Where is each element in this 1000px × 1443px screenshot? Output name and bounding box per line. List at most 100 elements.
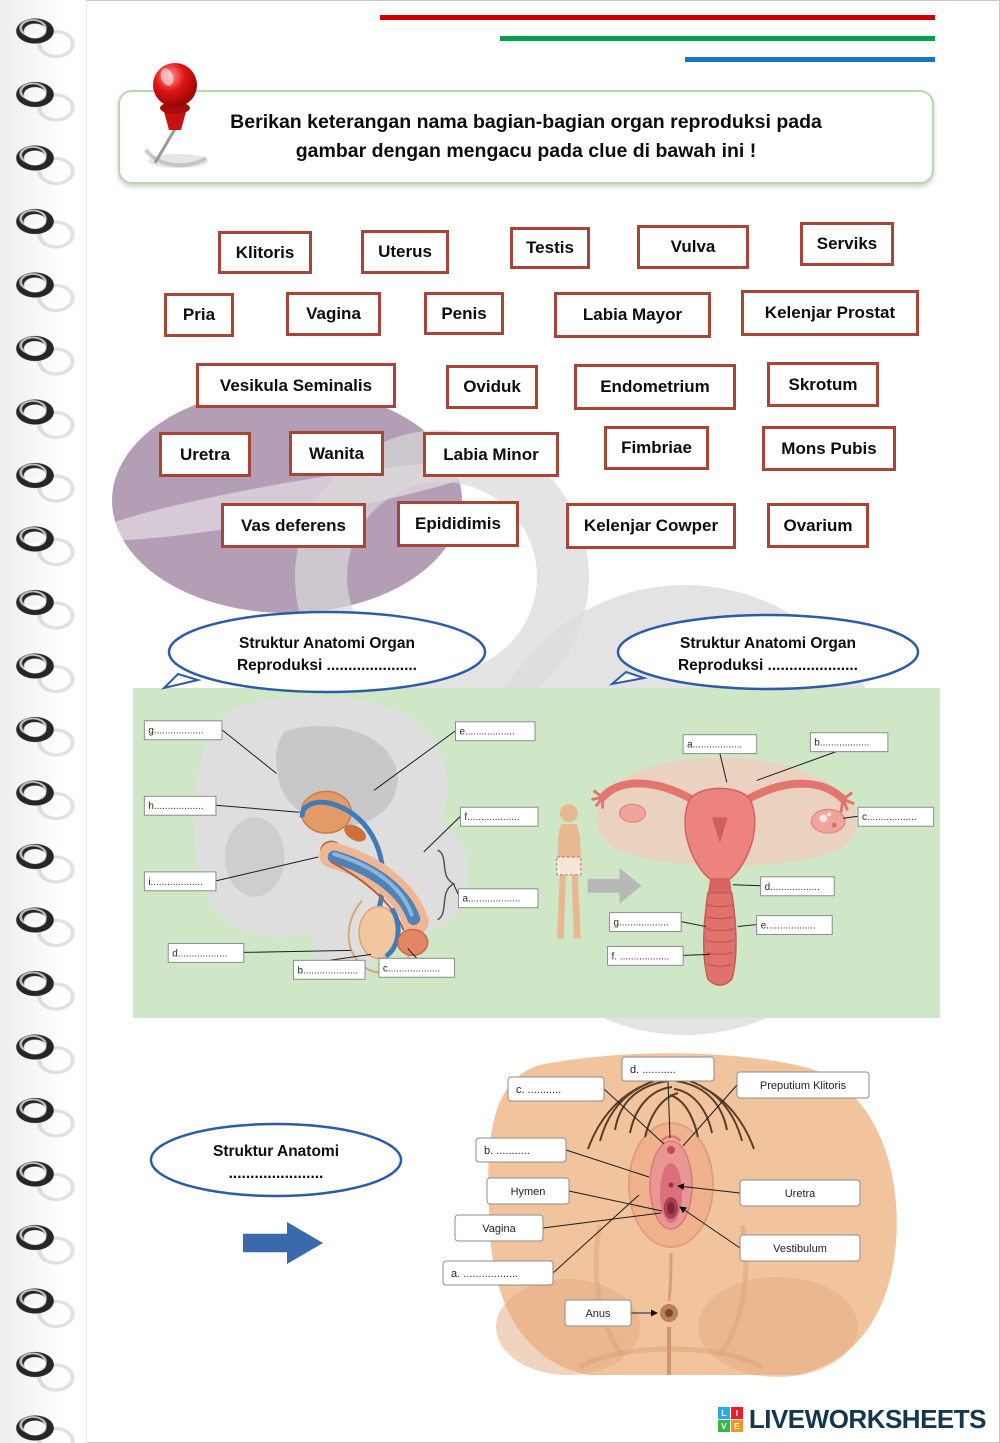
female-answer-box-f[interactable]: f. .................. (607, 945, 684, 966)
logo-square-i: I (730, 1407, 743, 1419)
external-label-text-uretra: Uretra (785, 1188, 816, 1200)
word-bank-item-vesikula-seminalis[interactable]: Vesikula Seminalis (196, 363, 396, 408)
external-answer-text-c: c. ........... (516, 1084, 561, 1096)
instruction-box: Berikan keterangan nama bagian-bagian or… (118, 90, 934, 184)
male-answer-text-h: h.................. (148, 801, 203, 812)
word-bank-item-uretra[interactable]: Uretra (159, 432, 251, 477)
male-answer-box-c[interactable]: c................... (378, 957, 455, 978)
human-figure-icon (556, 804, 582, 939)
male-answer-text-f: f................... (464, 812, 519, 823)
female-bubble-line2: Reproduksi ..................... (678, 657, 858, 674)
word-bank-item-pria[interactable]: Pria (164, 293, 234, 337)
female-answer-box-d[interactable]: d.................. (760, 876, 835, 897)
male-answer-box-i[interactable]: i................... (143, 871, 217, 892)
male-bubble-line1: Struktur Anatomi Organ (239, 635, 415, 652)
word-bank-item-kelenjar-cowper[interactable]: Kelenjar Cowper (566, 503, 736, 549)
external-label-uretra[interactable]: Uretra (739, 1179, 861, 1207)
liveworksheets-logo[interactable]: L I V E LIVEWORKSHEETS (717, 1404, 987, 1435)
logo-square-e: E (730, 1420, 743, 1432)
word-bank-item-vagina[interactable]: Vagina (286, 292, 381, 336)
logo-square-l: L (717, 1407, 730, 1419)
male-answer-box-f[interactable]: f................... (459, 806, 539, 827)
male-answer-box-g[interactable]: g.................. (143, 720, 223, 741)
word-bank-item-serviks[interactable]: Serviks (800, 222, 894, 266)
word-bank-item-mons-pubis[interactable]: Mons Pubis (762, 426, 896, 471)
top-line-green (500, 36, 935, 41)
brand-text: LIVEWORKSHEETS (748, 1404, 987, 1434)
female-answer-text-f: f. .................. (612, 951, 670, 962)
male-answer-box-b[interactable]: b.................... (292, 959, 366, 980)
female-answer-text-g: g.................. (614, 918, 669, 929)
word-bank-item-oviduk[interactable]: Oviduk (446, 365, 538, 409)
male-answer-text-b: b.................... (297, 965, 358, 976)
word-bank-item-penis[interactable]: Penis (424, 292, 504, 335)
external-label-text-vagina: Vagina (482, 1223, 516, 1235)
external-label-hymen[interactable]: Hymen (486, 1177, 570, 1205)
blue-arrow-icon (243, 1222, 323, 1264)
spiral-binding (0, 0, 87, 1443)
word-bank-item-vas-deferens[interactable]: Vas deferens (221, 503, 366, 548)
male-answer-box-h[interactable]: h.................. (143, 795, 217, 816)
male-answer-box-e[interactable]: e.................. (454, 721, 536, 742)
external-label-vestibulum[interactable]: Vestibulum (739, 1234, 861, 1262)
top-line-blue (685, 57, 935, 62)
female-anatomy-illustration (591, 757, 857, 986)
male-anatomy-illustration (192, 696, 469, 975)
external-bubble-line2: ...................... (229, 1165, 324, 1182)
word-bank-item-uterus[interactable]: Uterus (361, 230, 449, 274)
word-bank-item-epididimis[interactable]: Epididimis (397, 501, 519, 547)
female-answer-box-b[interactable]: b.................. (809, 732, 889, 753)
male-answer-box-d[interactable]: d.................. (167, 942, 245, 963)
pushpin-icon (144, 63, 208, 168)
word-bank-item-skrotum[interactable]: Skrotum (767, 362, 879, 407)
word-bank-item-testis[interactable]: Testis (510, 227, 590, 269)
top-line-red (380, 15, 935, 20)
female-connector-lines (681, 751, 859, 956)
word-bank-item-endometrium[interactable]: Endometrium (574, 364, 736, 410)
male-answer-text-c: c................... (383, 963, 440, 974)
logo-square-v: V (717, 1420, 730, 1432)
vulva-illustration (488, 1053, 897, 1377)
external-answer-box-b[interactable]: b. ........... (475, 1137, 567, 1163)
female-answer-box-e[interactable]: e.................. (756, 915, 833, 936)
external-label-text-vestibulum: Vestibulum (773, 1243, 827, 1255)
male-answer-text-d: d.................. (172, 948, 227, 959)
external-anatomy-diagram: c. ........... d. ........... Preputium … (440, 1045, 965, 1380)
external-answer-box-c[interactable]: c. ........... (507, 1076, 605, 1102)
female-answer-box-a[interactable]: a.................. (682, 734, 758, 755)
word-bank-item-vulva[interactable]: Vulva (637, 225, 749, 269)
external-label-text-preputium: Preputium Klitoris (760, 1080, 847, 1092)
female-answer-box-c[interactable]: c.................. (857, 806, 935, 827)
word-bank-item-fimbriae[interactable]: Fimbriae (604, 426, 709, 470)
word-bank-item-klitoris[interactable]: Klitoris (218, 231, 312, 274)
external-label-text-anus: Anus (585, 1308, 611, 1320)
female-answer-text-e: e.................. (761, 921, 816, 932)
instruction-line1: Berikan keterangan nama bagian-bagian or… (230, 110, 822, 133)
word-bank-item-labia-mayor[interactable]: Labia Mayor (554, 292, 711, 338)
instruction-line2: gambar dengan mengacu pada clue di bawah… (295, 140, 757, 162)
word-bank-item-ovarium[interactable]: Ovarium (767, 503, 869, 548)
female-answer-text-b: b.................. (814, 738, 869, 749)
word-bank-item-kelenjar-prostat[interactable]: Kelenjar Prostat (741, 290, 919, 336)
anatomy-panel: g.................. e.................. … (133, 688, 940, 1018)
external-label-preputium-klitoris[interactable]: Preputium Klitoris (736, 1071, 870, 1099)
word-bank-item-wanita[interactable]: Wanita (289, 431, 384, 476)
female-answer-box-g[interactable]: g.................. (609, 912, 682, 933)
external-answer-box-d[interactable]: d. ........... (621, 1056, 715, 1082)
external-label-anus[interactable]: Anus (564, 1299, 632, 1327)
word-bank-item-labia-minor[interactable]: Labia Minor (423, 432, 559, 477)
male-answer-box-a[interactable]: a................... (457, 888, 539, 909)
external-label-vagina[interactable]: Vagina (454, 1214, 544, 1242)
external-answer-text-a: a. .................. (451, 1268, 518, 1280)
external-bubble-line1: Struktur Anatomi (213, 1143, 339, 1160)
liveworksheets-logo-icon: L I V E (717, 1407, 743, 1432)
external-answer-text-d: d. ........... (630, 1064, 676, 1076)
external-answer-box-a[interactable]: a. .................. (442, 1260, 554, 1286)
male-connector-lines (215, 729, 461, 961)
anatomy-panel-figure: g.................. e.................. … (143, 696, 935, 986)
female-answer-text-c: c.................. (862, 812, 917, 823)
external-diagram-title-bubble: Struktur Anatomi ...................... (149, 1122, 403, 1198)
external-answer-text-b: b. ........... (484, 1145, 530, 1157)
male-answer-text-e: e.................. (459, 727, 514, 738)
